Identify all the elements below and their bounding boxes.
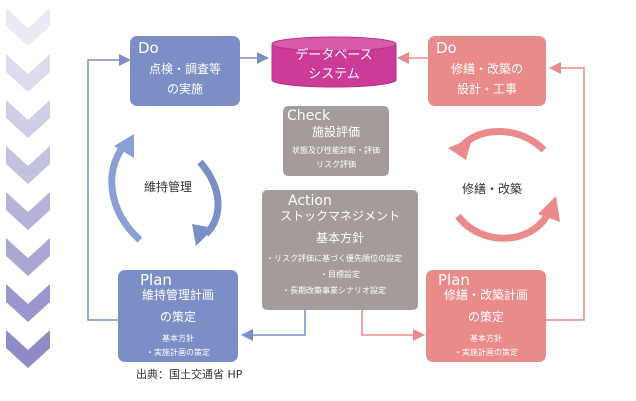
action-box: Action ストックマネジメント 基本方針 ・リスク評価に基づく優先順位の設定…: [262, 190, 418, 310]
chevron-arrow: [6, 54, 50, 92]
plan-left-sub2: ・実施計画の策定: [146, 348, 210, 357]
plan-right-line2: の策定: [467, 310, 504, 324]
chevron-arrow: [6, 8, 50, 46]
plan-left-line2: の策定: [159, 310, 196, 324]
check-line1: 状態及び性能診断・評価: [292, 146, 380, 155]
chevron-arrow: [6, 100, 50, 138]
plan-right-sub1: 基本方針: [470, 334, 502, 343]
plan-right-line1: 修繕・改築計画: [443, 288, 528, 302]
plan-left-line1: 維持管理計画: [141, 288, 214, 302]
plan-left-label: Plan: [140, 271, 172, 289]
right-loop-connector: [546, 62, 585, 321]
repair-cycle-arrowhead-top: [448, 138, 472, 160]
database-line1: データベース: [295, 48, 373, 63]
do-left-line2: の実施: [166, 82, 203, 96]
chevron-column: [0, 0, 60, 401]
do-left-line1: 点検・調査等: [148, 62, 221, 76]
maintenance-cycle-arrow-top: [108, 143, 143, 243]
source-caption: 出典：国土交通省 HP: [136, 368, 243, 381]
plan-left-sub1: 基本方針: [162, 334, 194, 343]
action-item-1: ・リスク評価に基づく優先順位の設定: [266, 254, 402, 263]
plan-left-box: Plan 維持管理計画 の策定 基本方針 ・実施計画の策定: [118, 270, 238, 362]
chevron-arrow: [6, 284, 50, 322]
plan-right-box: Plan 修繕・改築計画 の策定 基本方針 ・実施計画の策定: [426, 270, 546, 362]
repair-cycle-arrow-bottom: [455, 212, 552, 242]
check-line2: リスク評価: [316, 160, 356, 169]
left-loop-connector: [87, 54, 131, 321]
maintenance-cycle-arrowhead-top: [114, 134, 134, 158]
check-title: 施設評価: [311, 125, 360, 139]
action-item-2: ・目標設定: [320, 270, 360, 279]
chevron-arrow: [6, 192, 50, 230]
do-right-label: Do: [436, 39, 457, 57]
repair-cycle-arrowhead-bottom: [538, 196, 560, 222]
check-box: Check 施設評価 状態及び性能診断・評価 リスク評価: [283, 106, 389, 176]
maintenance-cycle-label: 維持管理: [144, 180, 193, 194]
database-line2: システム: [308, 67, 360, 82]
do-right-box: Do 修繕・改築の 設計・工事: [428, 36, 546, 106]
action-title2: 基本方針: [315, 231, 364, 245]
chevron-arrow: [6, 330, 50, 368]
plan-right-sub2: ・実施計画の策定: [454, 348, 518, 357]
maintenance-cycle-arrowhead-bottom: [192, 224, 214, 246]
action-to-plan-right: [361, 310, 425, 341]
action-title1: ストックマネジメント: [279, 209, 400, 223]
database-cylinder: データベース システム: [268, 36, 400, 88]
chevron-arrows: [6, 8, 50, 368]
action-to-plan-left: [241, 310, 306, 341]
chevron-arrow: [6, 238, 50, 276]
action-item-3: ・長期改築事業シナリオ設定: [282, 286, 386, 295]
do-left-box: Do 点検・調査等 の実施: [130, 36, 240, 106]
plan-right-label: Plan: [438, 271, 470, 289]
maintenance-cycle-arrow-bottom: [197, 159, 222, 237]
do-right-line1: 修繕・改築の: [450, 62, 523, 76]
chevron-arrow: [6, 146, 50, 184]
action-label: Action: [288, 193, 332, 209]
do-right-line2: 設計・工事: [456, 82, 517, 96]
repair-cycle-arrow-top: [459, 128, 547, 153]
check-label: Check: [287, 108, 331, 124]
do-left-label: Do: [138, 39, 159, 57]
repair-cycle-label: 修繕・改築: [462, 182, 523, 196]
